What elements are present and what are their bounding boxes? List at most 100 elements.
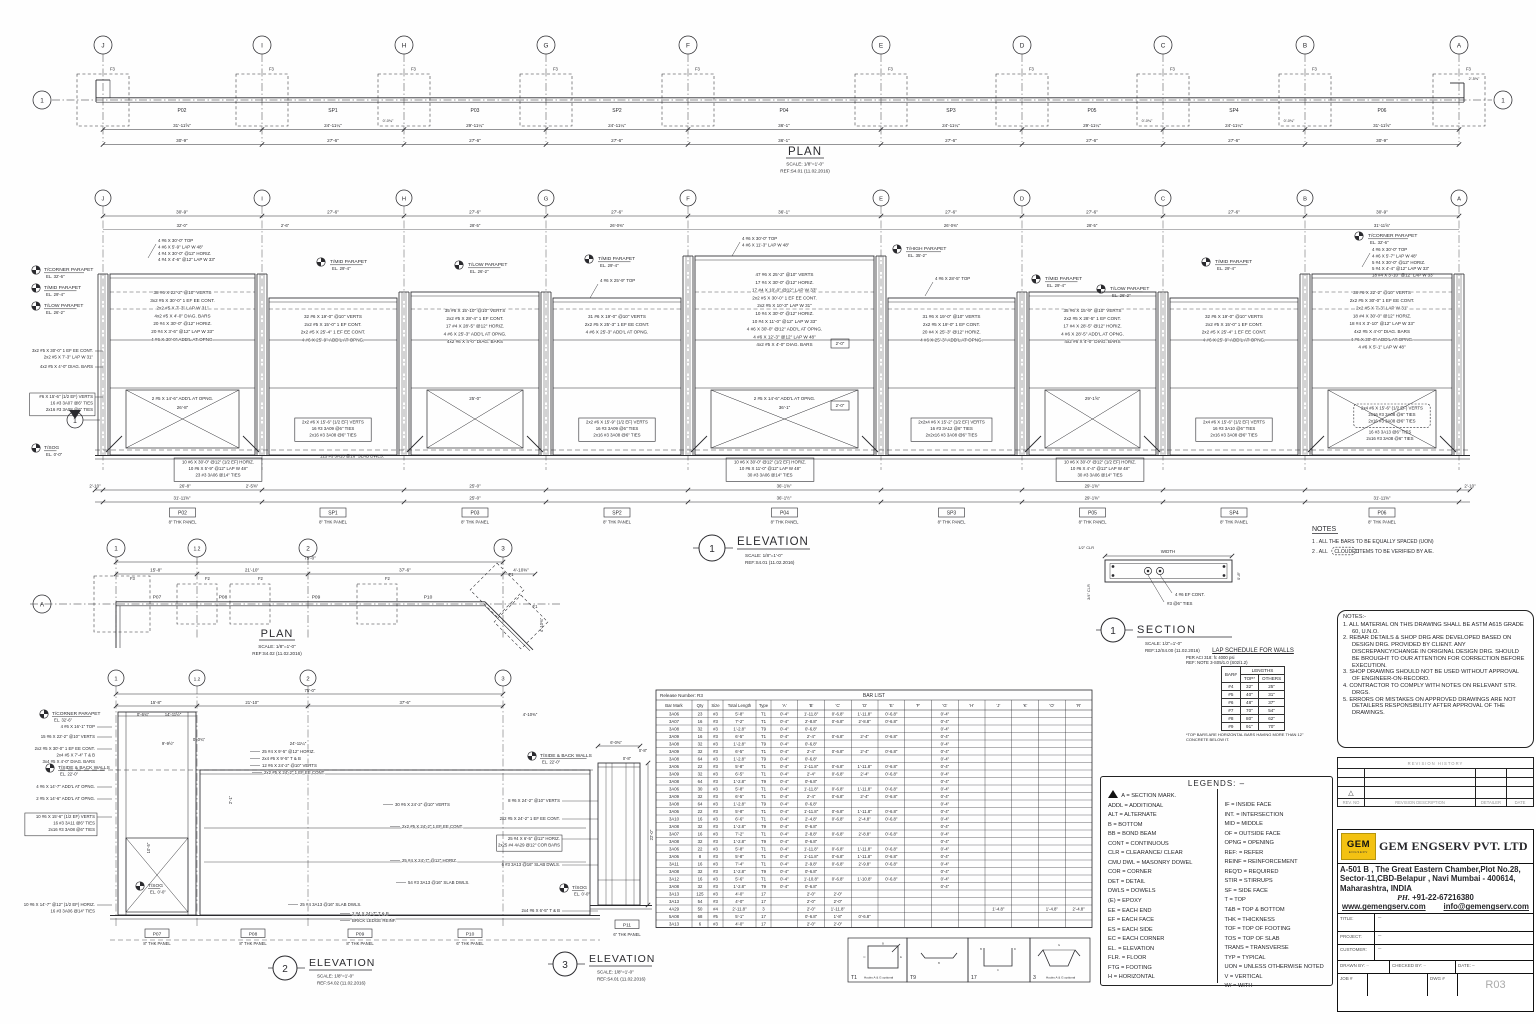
bar-list-cell: 32 xyxy=(698,749,703,754)
bar-list-cell: #3 xyxy=(713,764,718,769)
dim-text: 0'-0¾" xyxy=(1142,119,1153,123)
bar-list-cell: T1 xyxy=(761,719,767,724)
note-box xyxy=(725,457,815,482)
level-label: T/LOW PARAPET xyxy=(44,303,83,309)
dim-text: 0'-0¾" xyxy=(383,119,394,123)
dim-tick xyxy=(595,743,601,749)
grid-bubble-label: A xyxy=(40,601,45,608)
panel-tag-box xyxy=(603,507,631,518)
cad-line xyxy=(484,601,534,651)
legend-entry: REQ'D = REQUIRED xyxy=(1224,868,1279,875)
opening-annotation: 26'-8" xyxy=(177,405,189,410)
dim-tick xyxy=(543,127,549,132)
dim-tick xyxy=(1456,499,1462,505)
grid-bubble xyxy=(32,594,52,614)
level-label: T/HIGH PARAPET xyxy=(906,246,946,252)
dim-text: 0'-6¾" xyxy=(137,712,150,717)
dim-text: 22'-0" xyxy=(649,829,654,840)
bar-list-cell: 1'-11.8" xyxy=(804,847,819,852)
bar-list-cell: 3A06 xyxy=(669,764,680,769)
bar-list-cell: 0'-4" xyxy=(780,719,789,724)
lap-schedule-title: LAP SCHEDULE FOR WALLS xyxy=(1212,648,1294,654)
bar-list-cell: 4'-0" xyxy=(735,899,744,904)
dim-tick xyxy=(532,571,538,577)
cad-text: B xyxy=(980,947,982,951)
bar-list-cell: 3A06 xyxy=(669,854,680,859)
elev-notes-title: NOTES xyxy=(1312,526,1336,533)
bar-list-cell: 6'-5" xyxy=(735,772,744,777)
level-elevation: EL. 26'-2" xyxy=(1112,293,1131,298)
plan-panel-label: P04 xyxy=(780,108,789,114)
bar-list-cell: 7'-4" xyxy=(735,862,744,867)
cad-line xyxy=(891,943,901,953)
lap-cell: 62" xyxy=(1257,714,1286,723)
rebar-note: 4 #6 X 5'-9" LAP W 48" xyxy=(158,244,204,249)
rebar-note: 4 #6 X 28'-5" TOP xyxy=(935,276,970,281)
revision-triangle-icon: △ xyxy=(1337,786,1365,799)
rebar-note: 2x4 #5 X 7'-4" T & B xyxy=(57,753,96,758)
dim-tick xyxy=(401,127,407,132)
bar-list-cell: #3 xyxy=(713,734,718,739)
note-text: 30 #3 3A06 @14" TIES xyxy=(1078,473,1123,478)
grid-bubble-label: E xyxy=(879,196,883,202)
cad-line xyxy=(1327,389,1437,449)
dim-tick xyxy=(305,571,311,577)
bar-list-cell: 2'-0" xyxy=(807,899,816,904)
bar-list-cell: 0'-4" xyxy=(941,839,950,844)
general-notes-box: NOTES:- 1. ALL MATERIAL ON THIS DRAWING … xyxy=(1337,610,1534,748)
dim-text: 36'-1" xyxy=(778,138,790,143)
bar-list-cell: 0'-4" xyxy=(941,779,950,784)
panel-tag: P05 xyxy=(1088,511,1097,517)
company-logo: GEM ENGSERV xyxy=(1341,833,1376,860)
legend-entry: STIR = STIRRUPS xyxy=(1224,878,1273,885)
dim-text: 0'-0¾" xyxy=(193,737,206,742)
panel-annotation: 4x2 #5 X 4'-0" DIAG. BARS xyxy=(154,313,210,318)
legend-entry: REF: = REFER xyxy=(1224,849,1264,856)
cad-text: E xyxy=(900,955,902,959)
elevation3-title: ELEVATION xyxy=(589,953,655,965)
bar-list-cell: 17 xyxy=(761,892,766,897)
opening-size-label: 2'-0" xyxy=(836,403,845,408)
level-label: T/SOG xyxy=(572,885,587,891)
bar-list-cell: #3 xyxy=(713,757,718,762)
bar-list-cell: 3 xyxy=(762,907,765,912)
bar-list-cell: 1'-2.8" xyxy=(733,779,746,784)
grid-bubble xyxy=(1493,90,1513,110)
footing-outline xyxy=(93,575,151,633)
level-label: T/SIDE & BACK WALLS xyxy=(58,765,110,771)
company-email-link[interactable]: info@gemengserv.com xyxy=(1443,902,1529,912)
dim-text: 6'-0⅜" xyxy=(610,740,622,745)
plan-panel-label: P09 xyxy=(312,595,321,601)
bar-list-cell: 54 xyxy=(698,899,703,904)
panel-outline xyxy=(268,297,398,456)
level-marker-fill xyxy=(31,283,41,293)
legend-entry: BB = BOND BEAM xyxy=(1108,831,1157,838)
bar-list-cell: 1'-11.8" xyxy=(804,787,819,792)
general-note-item: 2. REBAR DETAILS & SHOP DRG ARE DEVELOPE… xyxy=(1343,635,1525,669)
grid-bubble-label: B xyxy=(1303,42,1307,49)
legend-entry: ADDL = ADDITIONAL xyxy=(1108,802,1164,809)
footing-outline xyxy=(493,594,549,650)
panel-thickness: 8" THK PANEL xyxy=(1079,520,1108,525)
bar-list-cell: 3A08 xyxy=(669,757,680,762)
note-text: 2x2x16 #3 3A08 @6" TIES xyxy=(926,433,978,438)
cad-text: C xyxy=(863,955,866,959)
grid-bubble-label: A xyxy=(1457,196,1461,202)
footing-label: F2 xyxy=(385,576,391,581)
field-title-label: TITLE: xyxy=(1338,914,1375,932)
company-website-link[interactable]: www.gemengserv.com xyxy=(1342,902,1426,912)
footing-label: F3 xyxy=(269,67,275,72)
bar-list-cell: 3A06 xyxy=(669,847,680,852)
panel-outline xyxy=(597,762,641,906)
panel-annotation: 4 #6 X 30'-0" ADD'L AT OPNG. xyxy=(151,337,214,342)
dim-tick xyxy=(1019,499,1025,505)
bar-list-cell: 1'-4.8" xyxy=(992,907,1005,912)
bar-list-cell: 1'-11.8" xyxy=(858,847,873,852)
bar-list-header: 'H' xyxy=(969,703,974,708)
rebar-note: 16 #3 3A11 @6" TIES xyxy=(53,821,95,826)
legend-entry: REINF = REINFORCEMENT xyxy=(1224,859,1298,866)
bar-list-cell: 1'-2.8" xyxy=(733,824,746,829)
dim-text: 27'-6" xyxy=(611,210,623,215)
